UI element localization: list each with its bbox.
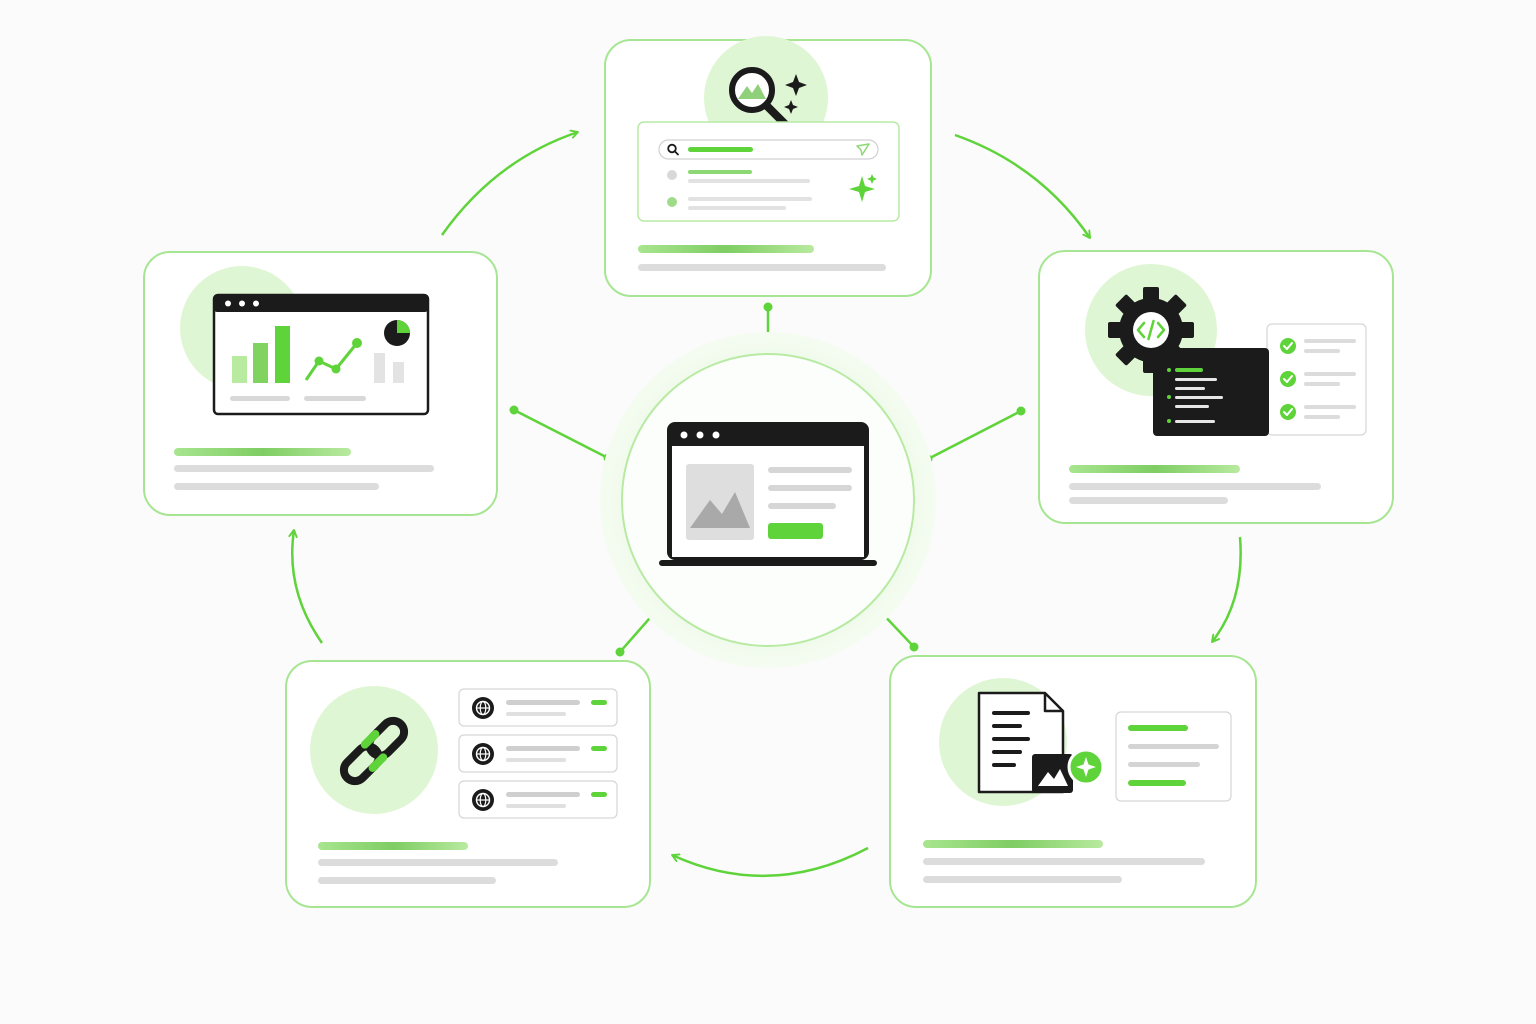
card-text-bar [174,465,434,472]
sparkle-icon [867,174,877,184]
connector-analytics [513,408,609,460]
send-icon [856,143,870,156]
web-links-list [458,688,618,819]
arrow-code-to-document [1211,536,1242,642]
arrow-analytics-to-search [440,132,578,236]
search-bar [658,139,879,160]
search-query-bar [688,147,753,152]
connector-dot [909,642,919,652]
arrow-links-to-analytics [292,530,324,644]
checklist-line [1304,372,1356,376]
globe-icon [472,743,494,765]
legend-bar [230,396,290,401]
check-icon [1280,338,1296,354]
chain-link-icon [339,716,409,786]
connector-code [927,409,1022,461]
checklist-line [1304,415,1340,419]
summary-line [1128,780,1186,786]
card-text-bar [923,876,1122,883]
card-text-bar [923,858,1205,865]
card-text-bar [638,264,886,271]
connector-dot [1016,406,1026,416]
card-code [1038,250,1394,524]
card-links [285,660,651,908]
window-dot [253,300,259,307]
link-status [591,792,607,797]
link-row [458,688,618,727]
card-title-bar [1069,465,1240,473]
card-search [604,36,932,297]
checklist-line [1304,339,1356,343]
search-icon [667,143,679,156]
summary-line [1128,725,1188,731]
card-text-bar [174,483,379,490]
arrow-search-to-code [954,133,1092,238]
result-line-bar [688,179,810,183]
line-chart-icon [304,338,362,381]
window-dot [239,300,245,307]
card-text-bar [318,859,558,866]
result-dot [667,170,677,180]
code-editor-icon [1153,348,1269,436]
card-document [889,655,1257,908]
cycle-arrows [292,132,1242,878]
faded-bar [374,353,385,383]
link-status [591,746,607,751]
link-status [591,700,607,705]
result-title-bar [688,197,812,201]
card-text-bar [1069,497,1228,504]
bar-chart-icon [232,326,290,383]
card-text-bar [318,877,496,884]
hub-node [600,332,936,668]
card-title-bar [923,840,1103,848]
document-image-sparkle-icon [977,691,1105,794]
link-row [458,734,618,773]
connector-dot [763,302,773,312]
card-title-bar [638,245,814,253]
browser-image-page-icon [659,422,877,566]
result-dot [667,197,677,207]
globe-icon [472,697,494,719]
content-summary-panel [1115,711,1232,802]
connector-dot [509,405,519,415]
sparkle-icon [849,176,875,202]
faded-bar [393,362,404,383]
result-title-bar [688,170,752,174]
summary-line [1128,762,1200,767]
result-line-bar [688,206,786,210]
card-title-bar [174,448,351,456]
card-title-bar [318,842,468,850]
card-text-bar [1069,483,1321,490]
pie-chart-icon [384,320,410,346]
checklist-line [1304,349,1340,353]
checklist-line [1304,382,1340,386]
summary-line [1128,744,1219,749]
globe-icon [472,789,494,811]
analytics-dashboard-window [212,293,430,416]
link-row [458,780,618,819]
legend-bar [304,396,366,401]
arrow-document-to-links [672,846,869,878]
window-dot [225,300,231,307]
check-icon [1280,371,1296,387]
checklist-line [1304,405,1356,409]
check-icon [1280,404,1296,420]
card-analytics [143,251,498,516]
connector-dot [615,647,625,657]
